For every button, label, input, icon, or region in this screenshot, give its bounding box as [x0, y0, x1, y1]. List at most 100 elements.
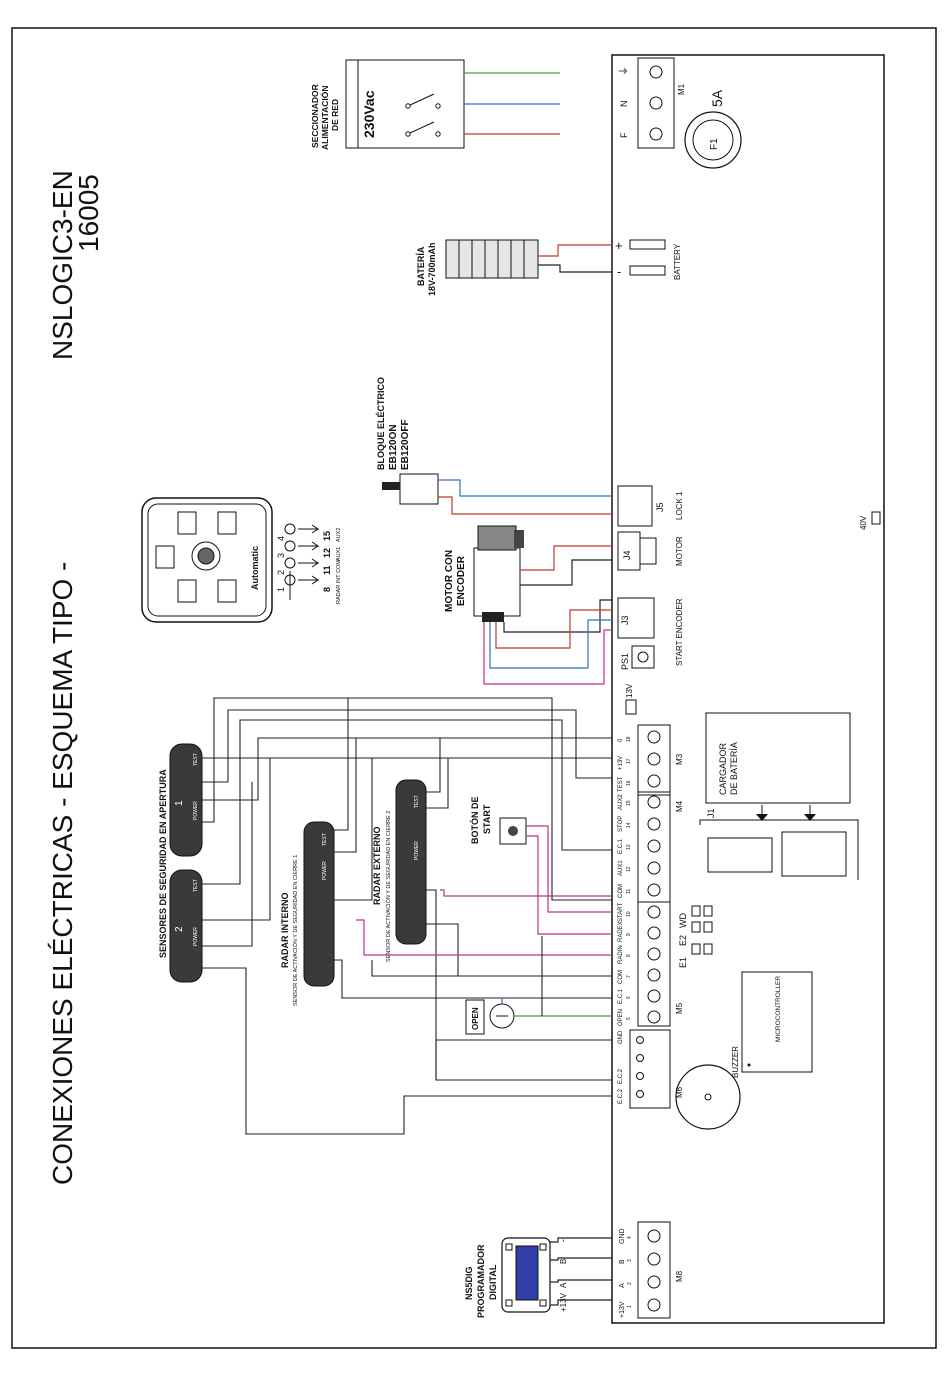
buzzer: BUZZER — [675, 1046, 741, 1130]
sensor-2-power: POWER — [193, 927, 199, 946]
j4-label: MOTOR — [675, 536, 684, 566]
radar-interno: POWER TEST — [303, 821, 335, 987]
motor-label-2: ENCODER — [456, 555, 467, 606]
lock-label-3: EB120OFF — [400, 419, 411, 470]
j1-name: J1 — [706, 808, 716, 818]
m5-name: M5 — [675, 1002, 684, 1014]
j3-connector: J3 START ENCODER PS1 — [617, 597, 684, 670]
lock-body — [382, 473, 439, 505]
m5-pin-radex: RADEX — [618, 921, 624, 942]
m5-pin-com: COM — [618, 970, 624, 984]
m4-num-13: 13 — [626, 844, 632, 850]
microcontroller-label: MICROCONTROLLER — [775, 976, 782, 1042]
battery-label-2: 18V-700mAh — [427, 242, 437, 296]
motor-body — [473, 525, 524, 622]
m3-num-16: 16 — [626, 780, 632, 786]
sensors-title: SENSORES DE SEGURIDAD EN APERTURA — [158, 769, 168, 958]
selector-num-1: 1 — [276, 587, 286, 592]
m8-pin-a: A — [619, 1283, 626, 1288]
microcontroller-chip: MICROCONTROLLER — [741, 971, 813, 1073]
mains-voltage: 230Vac — [361, 90, 377, 138]
m8-pin-gnd: GND — [619, 1228, 626, 1244]
m3-num-18: 18 — [626, 736, 632, 742]
m1-connector: M1 F N ⏚ — [618, 57, 686, 149]
m8-pin-13v: +13V — [619, 1301, 626, 1318]
m4-num-11: 11 — [626, 889, 632, 894]
m4-num-15: 15 — [626, 800, 632, 806]
lock-label-2: EB120ON — [388, 424, 399, 470]
start-button-label-1: BOTÓN DE — [469, 796, 480, 844]
wiring — [202, 697, 612, 1135]
programmer-label-3: DIGITAL — [488, 1264, 498, 1300]
m4-num-14: 14 — [626, 822, 632, 828]
radar-int-title: RADAR INTERNO — [280, 893, 290, 969]
radar-ext-sub: SENSOR DE ACTIVACIÓN Y DE SEGURIDAD EN C… — [385, 811, 392, 962]
j5-name: J5 — [655, 502, 665, 512]
prog-wire-13v: +13V — [559, 1292, 568, 1312]
open-key-switch: OPEN — [465, 999, 515, 1035]
sensor-1-test: TEST — [193, 753, 199, 766]
m5-pin-start: START — [618, 903, 624, 922]
label-13v: 13V — [625, 683, 634, 698]
charger-label-2: DE BATERÍA — [729, 742, 739, 795]
m8-num-2: 2 — [627, 1282, 633, 1285]
m8-name: M8 — [675, 1270, 684, 1282]
safety-sensor-1: 1 POWER TEST — [169, 743, 203, 857]
m1-pin-n: N — [619, 101, 629, 108]
fuse-name: F1 — [709, 138, 720, 150]
selector-term-11: 11 — [322, 565, 332, 575]
selector-term-15: 15 — [322, 531, 332, 541]
selector-sub-aux1: AUX1 — [336, 547, 342, 561]
prog-wire-minus: - — [558, 1239, 568, 1242]
m5-num-6: 6 — [626, 996, 632, 999]
j3-label: START ENCODER — [675, 598, 684, 666]
key-selector: Automatic — [141, 497, 273, 623]
battery-charger: CARGADOR DE BATERÍA J1 — [699, 712, 859, 880]
programmer-device — [501, 1237, 551, 1313]
code-label: 16005 — [73, 174, 104, 252]
j4-name: J4 — [622, 550, 632, 560]
m5-pin-open: OPEN — [618, 1009, 624, 1026]
selector-brand: Automatic — [250, 546, 260, 590]
charger-label-1: CARGADOR — [718, 742, 728, 795]
m3-name: M3 — [675, 753, 684, 765]
prog-wire-a: A — [559, 1282, 568, 1288]
sensor-2-number: 2 — [174, 926, 185, 932]
fuse-f1: F1 5A — [684, 89, 742, 169]
j3-name: J3 — [620, 615, 630, 625]
radar-int-sub: SENSOR DE ACTIVACIÓN Y DE SEGURIDAD EN C… — [292, 855, 299, 1006]
selector-outputs: 1 2 3 4 8 11 12 15 RADAR INT COM AUX1 AU… — [276, 523, 342, 604]
m5-connector: M5 OPEN E.C.1 COM RADIN RADEX START 5 6 … — [618, 901, 684, 1027]
programmer-label-2: PROGRAMADOR — [476, 1244, 486, 1318]
m6-pin-gnd: GND — [618, 1030, 624, 1044]
j5-connector: J5 LOCK 1 — [617, 485, 684, 527]
radar-ext-power: POWER — [414, 841, 420, 860]
prog-wire-b: B — [559, 1259, 568, 1264]
m5-num-7: 7 — [626, 975, 632, 978]
j4-connector: J4 MOTOR — [617, 531, 684, 571]
m5-num-9: 9 — [626, 933, 632, 936]
mains-label-2: ALIMENTACIÓN — [319, 85, 330, 150]
j5-label: LOCK 1 — [675, 491, 684, 520]
m4-pin-com: COM — [618, 884, 624, 898]
battery-plus: + — [615, 238, 623, 253]
mains-label-1: SECCIONADOR — [310, 84, 320, 148]
m8-connector: M8 +13V A B GND 1 2 3 4 — [619, 1221, 684, 1319]
fuse-rating: 5A — [709, 89, 725, 107]
battery-minus: - — [617, 264, 621, 279]
sensor-1-number: 1 — [174, 800, 185, 806]
m3-pin-test: TEST — [618, 776, 624, 792]
m4-name: M4 — [675, 800, 684, 812]
motor-label-1: MOTOR CON — [444, 550, 455, 612]
label-40v: 40V — [859, 515, 868, 530]
m6-connector: M6 GND E.C.2 E.C.2 — [618, 1029, 684, 1109]
lock-label-1: BLOQUE ELÉCTRICO — [376, 377, 386, 470]
m8-num-3: 3 — [627, 1259, 633, 1262]
m4-connector: M4 COM AUX1 E.C.1 STOP AUX2 11 12 13 14 … — [618, 791, 684, 903]
open-label: OPEN — [471, 1007, 480, 1030]
selector-sub-aux2: AUX2 — [336, 528, 342, 542]
jumper-e1: E1 — [678, 957, 688, 968]
jumper-wd: WD — [678, 913, 688, 928]
sensor-1-power: POWER — [193, 801, 199, 820]
